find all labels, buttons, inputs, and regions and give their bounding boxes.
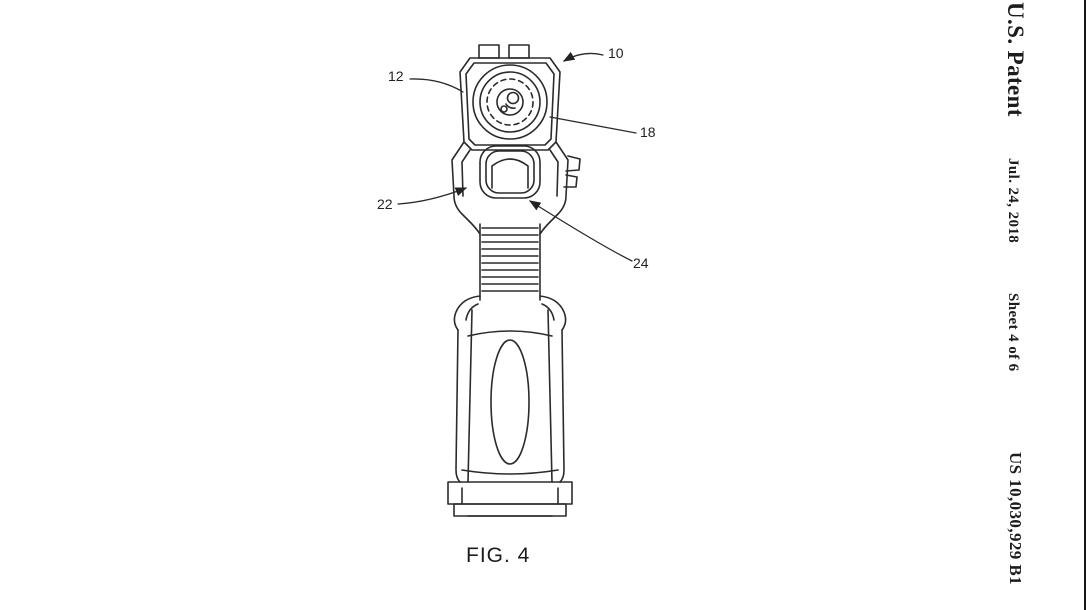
grip-serrations <box>469 221 551 301</box>
ref-numeral-22: 22 <box>377 196 393 212</box>
ref-numeral-18: 18 <box>640 124 656 140</box>
grip-body <box>455 309 565 483</box>
patent-number: US 10,030,929 B1 <box>1006 452 1025 585</box>
patent-date: Jul. 24, 2018 <box>1005 158 1021 244</box>
ref-numeral-24: 24 <box>633 255 649 271</box>
front-sight <box>478 44 530 59</box>
magazine-base <box>447 481 573 517</box>
trigger-guard <box>479 145 541 199</box>
figure-caption: FIG. 4 <box>466 544 531 567</box>
frame-flares <box>451 141 569 223</box>
leader-lines <box>397 51 637 262</box>
page-edge-line <box>1084 0 1086 610</box>
grip-wings <box>453 295 567 331</box>
patent-header-label: U.S. Patent <box>1003 2 1028 117</box>
muzzle-circle <box>472 64 548 140</box>
side-lever <box>563 155 581 188</box>
sheet-number: Sheet 4 of 6 <box>1005 293 1021 372</box>
slide-outline <box>459 57 561 151</box>
ref-numeral-12: 12 <box>388 68 404 84</box>
ref-numeral-10: 10 <box>608 45 624 61</box>
